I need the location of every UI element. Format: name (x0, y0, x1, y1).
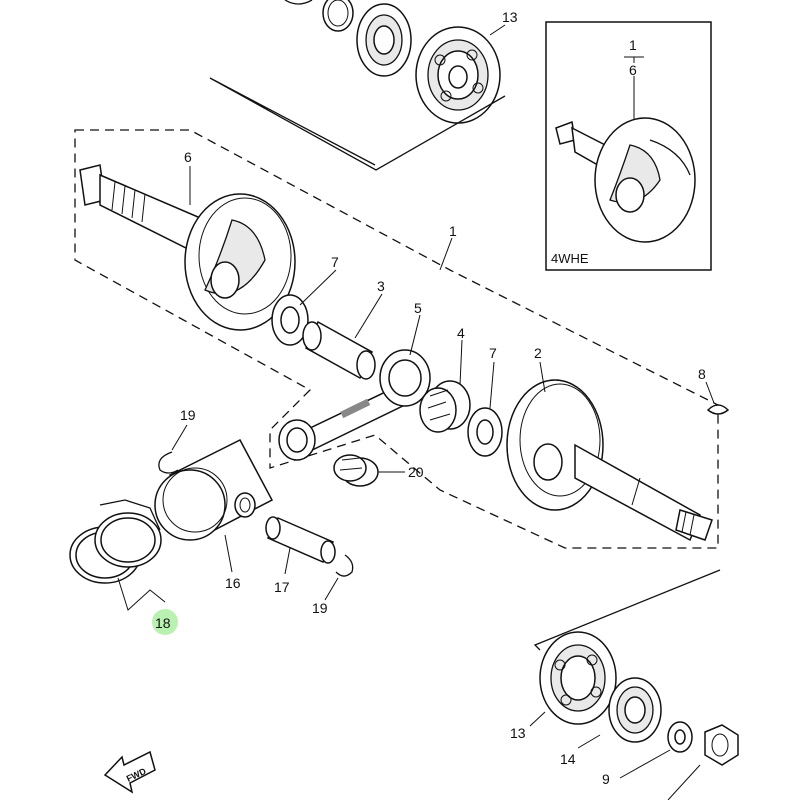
leader-4 (459, 339, 463, 386)
leader-7-left (299, 269, 337, 306)
leader-5 (409, 314, 421, 356)
callout-3: 3 (377, 278, 385, 294)
needle-bearing-4 (419, 380, 471, 433)
callout-7-right: 7 (489, 345, 497, 361)
connecting-rod-5 (278, 349, 431, 461)
crank-pin-3 (302, 320, 376, 380)
leader-17 (284, 547, 291, 575)
piston-16 (154, 439, 274, 541)
circlip-19-top (158, 451, 179, 474)
bearing-13-top (415, 24, 506, 124)
callout-14: 14 (560, 751, 576, 767)
callout-19-bottom: 19 (312, 600, 328, 616)
callout-16: 16 (225, 575, 241, 591)
leader-9 (619, 749, 671, 779)
piston-rings-18 (69, 499, 162, 584)
woodruff-key-8 (706, 404, 730, 415)
callout-19-top: 19 (180, 407, 196, 423)
top-partial-parts (284, 0, 412, 77)
leader-2 (539, 361, 546, 393)
callout-5: 5 (414, 300, 422, 316)
crank-half-2 (506, 379, 713, 542)
callout-17: 17 (274, 579, 290, 595)
leader-19-top (171, 424, 188, 451)
callout-8: 8 (698, 366, 706, 382)
leader-8 (705, 381, 715, 404)
inset-model-label: 4WHE (551, 251, 589, 266)
callout-6: 6 (184, 149, 192, 165)
leader-18 (117, 577, 166, 611)
callout-18: 18 (155, 615, 171, 631)
leader-3 (354, 293, 383, 339)
leader-14 (577, 734, 601, 749)
piston-pin-17 (265, 516, 336, 564)
callout-9: 9 (602, 771, 610, 787)
callout-13-bottom: 13 (510, 725, 526, 741)
callout-2: 2 (534, 345, 542, 361)
callout-13-top: 13 (502, 9, 518, 25)
callout-7-left: 7 (331, 254, 339, 270)
callout-20: 20 (408, 464, 424, 480)
washer-7-right (467, 407, 503, 457)
bracket-line-top (209, 77, 506, 171)
crank-half-6 (79, 164, 296, 331)
inset-label-1: 1 (629, 37, 637, 53)
needle-bearing-20 (333, 454, 379, 487)
inset-box (545, 21, 712, 271)
washer-9 (667, 721, 693, 753)
bracket-line-bottom (533, 569, 721, 651)
inset-label-6: 6 (629, 62, 637, 78)
callout-18-highlight (152, 609, 178, 635)
leader-7-right (489, 361, 495, 409)
leader-19-bottom (324, 577, 339, 601)
circlip-19-bottom (335, 554, 354, 577)
leader-16 (224, 534, 233, 573)
washer-7-left (271, 294, 309, 346)
leader-13-bottom (529, 711, 546, 727)
oil-seal-14 (608, 677, 662, 743)
bearing-13-bottom (539, 631, 617, 725)
callout-1: 1 (449, 223, 457, 239)
crankshaft-assembly-outline (74, 129, 719, 549)
fwd-arrow-icon (103, 750, 156, 794)
callout-4: 4 (457, 325, 465, 341)
nut (667, 724, 739, 800)
leader-1 (439, 237, 453, 271)
